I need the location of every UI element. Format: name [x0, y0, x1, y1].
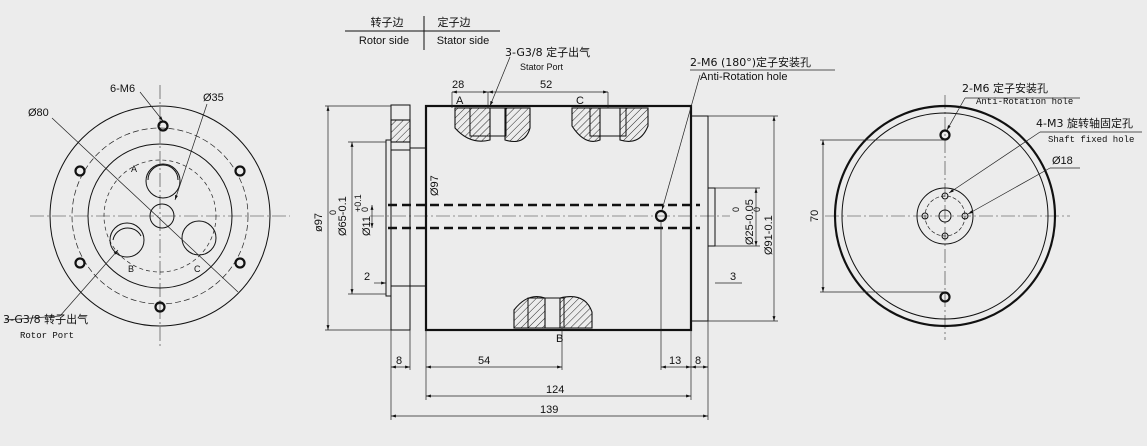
shaft-fixed-en: Shaft fixed hole [1048, 135, 1134, 145]
port-a-label: A [131, 164, 137, 174]
rotor-side-en: Rotor side [359, 35, 409, 47]
dim-3: 3 [730, 271, 736, 283]
right-anti-rotation-cn: 2-M6 定子安装孔 [962, 81, 1048, 95]
stator-side-en: Stator side [437, 35, 490, 47]
dim-65: Ø65-0.1 [337, 196, 349, 236]
side-section-view: 28 52 A C B 3-G3/8 定子出气 Stator Port 2-M6… [313, 45, 835, 420]
dim-18: Ø18 [1052, 155, 1073, 167]
dim-97-inner: Ø97 [429, 175, 441, 196]
dim-54: 54 [478, 355, 490, 367]
dim-70: 70 [809, 210, 821, 222]
dim-25-zero: 0 [731, 207, 741, 212]
anti-rotation-cn: 2-M6 (180°)定子安装孔 [690, 55, 811, 69]
dim-124: 124 [546, 384, 564, 396]
dim-8-right: 8 [695, 355, 701, 367]
port-c-label: C [194, 264, 201, 274]
dim-65-zero: 0 [328, 210, 338, 215]
right-end-view: 70 2-M6 定子安装孔 Anti-Rotation hole 4-M3 旋转… [809, 81, 1142, 340]
dim-8-left: 8 [396, 355, 402, 367]
bolt-holes-label: 6-M6 [110, 83, 135, 95]
right-anti-rotation-en: Anti-Rotation hole [976, 97, 1073, 107]
side-legend: 转子边 定子边 Rotor side Stator side [345, 15, 500, 50]
side-port-b: B [556, 333, 563, 345]
dim-97-outer: ø97 [313, 213, 325, 232]
left-front-view: 6-M6 Ø80 Ø35 A B C 3-G3/8 转子出气 Rotor Por… [3, 83, 290, 348]
rotor-port-en: Rotor Port [20, 331, 74, 341]
rotor-side-cn: 转子边 [371, 15, 404, 29]
dim-13: 13 [669, 355, 681, 367]
dim-11-tol: +0.1 [353, 194, 363, 212]
stator-side-cn: 定子边 [438, 15, 471, 29]
stator-port-en: Stator Port [520, 62, 564, 72]
rotor-port-cn: 3-G3/8 转子出气 [3, 312, 88, 326]
inner-diameter-label: Ø35 [203, 92, 224, 104]
dim-139: 139 [540, 404, 558, 416]
port-b-label: B [128, 264, 134, 274]
dim-11: Ø11 [361, 216, 373, 236]
dim-28: 28 [452, 79, 464, 91]
dim-2: 2 [364, 271, 370, 283]
anti-rotation-en: Anti-Rotation hole [700, 71, 787, 83]
shaft-fixed-cn: 4-M3 旋转轴固定孔 [1036, 116, 1133, 130]
dim-25: Ø25-0.05 [744, 199, 756, 245]
stator-port-cn: 3-G3/8 定子出气 [505, 45, 590, 59]
dim-91-zero: 0 [752, 207, 762, 212]
side-port-c: C [576, 95, 584, 107]
outer-diameter-label: Ø80 [28, 107, 49, 119]
side-port-a: A [456, 95, 464, 107]
dim-91: Ø91-0.1 [763, 215, 775, 255]
dim-11-zero: 0 [360, 207, 370, 212]
dim-52: 52 [540, 79, 552, 91]
